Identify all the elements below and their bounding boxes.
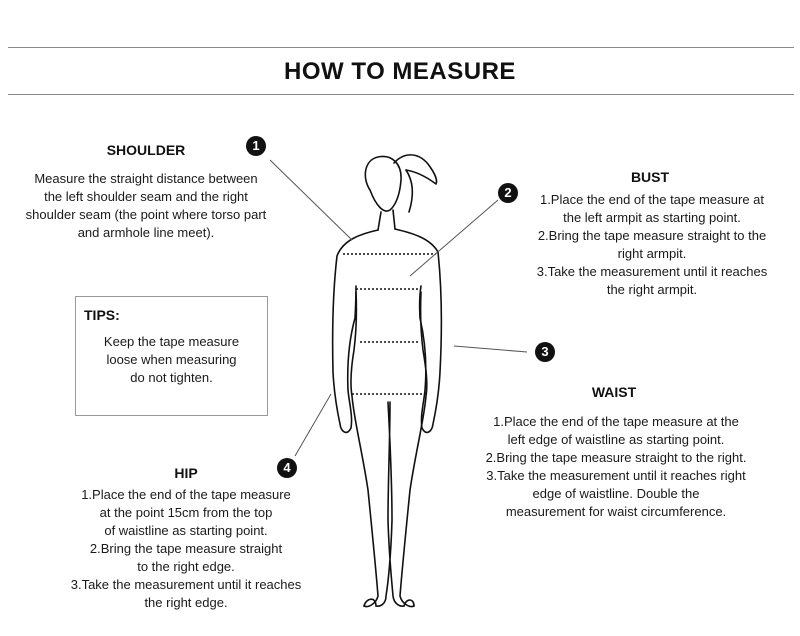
hip-line: of waistline as starting point.	[104, 523, 268, 538]
hip-line: the right edge.	[144, 595, 228, 610]
figure-torso-right	[399, 291, 428, 608]
hip-line: 3.Take the measurement until it reaches	[70, 577, 302, 592]
bust-line: right armpit.	[617, 246, 687, 261]
waist-line: left edge of waistline as starting point…	[507, 432, 725, 447]
bust-leader-line	[409, 199, 499, 277]
hip-line: 1.Place the end of the tape measure	[81, 487, 291, 502]
title-underline	[8, 94, 794, 95]
badge-bust: 2	[498, 183, 518, 203]
bust-heading: BUST	[630, 169, 670, 185]
hip-line: to the right edge.	[137, 559, 235, 574]
waist-line: edge of waistline. Double the	[532, 486, 700, 501]
figure-right-side	[394, 228, 443, 434]
shoulder-line: Measure the straight distance between	[34, 171, 258, 186]
waist-line: measurement for waist circumference.	[505, 504, 727, 519]
figure-torso-left	[350, 291, 379, 608]
figure-feet	[363, 598, 415, 607]
badge-hip: 4	[277, 458, 297, 478]
shoulder-description: Measure the straight distance between th…	[6, 170, 286, 242]
waist-line: 2.Bring the tape measure straight to the…	[485, 450, 747, 465]
shoulder-line: shoulder seam (the point where torso par…	[25, 207, 267, 222]
figure-legs-inner	[375, 401, 405, 607]
shoulder-heading: SHOULDER	[106, 142, 186, 158]
bust-line: 2.Bring the tape measure straight to the	[537, 228, 767, 243]
tips-text: Keep the tape measure loose when measuri…	[76, 333, 267, 387]
waist-description: 1.Place the end of the tape measure at t…	[466, 413, 766, 521]
figure-ponytail	[393, 154, 438, 185]
bust-line: 1.Place the end of the tape measure at	[539, 192, 765, 207]
figure-neck	[377, 209, 396, 231]
waist-line: 3.Take the measurement until it reaches …	[486, 468, 746, 483]
bust-line: the left armpit as starting point.	[563, 210, 741, 225]
waist-line: 1.Place the end of the tape measure at t…	[493, 414, 739, 429]
hip-heading: HIP	[174, 465, 198, 481]
figure-head	[364, 155, 402, 212]
tips-box: TIPS: Keep the tape measure loose when m…	[75, 296, 268, 416]
bust-line: the right armpit.	[606, 282, 698, 297]
tips-line: Keep the tape measure	[103, 334, 240, 349]
tips-line: do not tighten.	[130, 370, 213, 385]
bust-description: 1.Place the end of the tape measure at t…	[516, 191, 788, 299]
badge-waist: 3	[535, 342, 555, 362]
waist-heading: WAIST	[591, 384, 637, 400]
hip-line: 2.Bring the tape measure straight	[89, 541, 283, 556]
figure-left-side	[331, 229, 379, 434]
page-title: HOW TO MEASURE	[284, 58, 516, 85]
hip-line: at the point 15cm from the top	[99, 505, 273, 520]
tips-heading: TIPS:	[84, 307, 120, 323]
badge-shoulder: 1	[246, 136, 266, 156]
waist-leader-line	[453, 345, 528, 353]
shoulder-line: and armhole line meet).	[77, 225, 215, 240]
bust-line: 3.Take the measurement until it reaches	[536, 264, 768, 279]
hip-leader-line	[294, 393, 332, 457]
top-rule	[8, 47, 794, 48]
hip-description: 1.Place the end of the tape measure at t…	[46, 486, 326, 612]
tips-line: loose when measuring	[106, 352, 237, 367]
shoulder-leader-line	[269, 159, 353, 241]
shoulder-line: the left shoulder seam and the right	[44, 189, 248, 204]
